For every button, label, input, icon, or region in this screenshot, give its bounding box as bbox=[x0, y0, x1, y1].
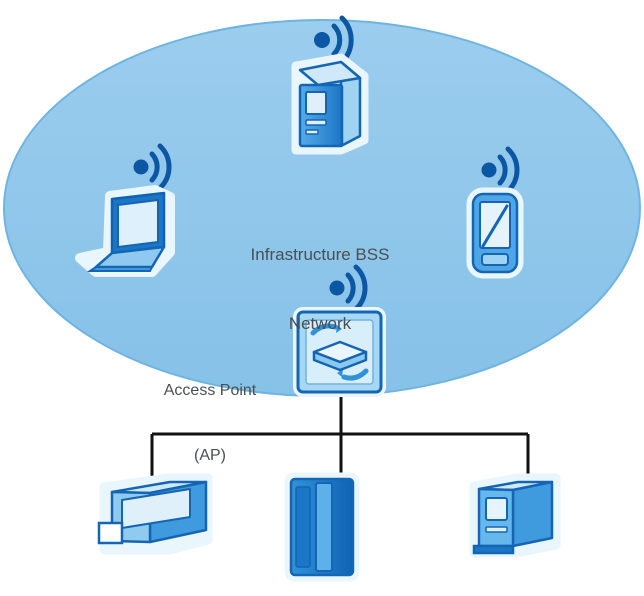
bss-network-label: Infrastructure BSS Network bbox=[190, 198, 450, 382]
device-printer bbox=[97, 473, 213, 555]
bss-network-label-line1: Infrastructure BSS bbox=[250, 244, 390, 264]
device-access-point bbox=[293, 307, 386, 397]
device-server-tower bbox=[291, 53, 369, 155]
signal-icon-access-point bbox=[329, 264, 368, 312]
device-server-rack bbox=[284, 472, 360, 582]
device-desktop-computer bbox=[469, 473, 561, 558]
device-pda bbox=[466, 187, 524, 279]
signal-icon-laptop bbox=[133, 143, 172, 191]
device-laptop bbox=[75, 185, 175, 277]
access-point-label-line1: Access Point bbox=[163, 382, 257, 400]
bss-network-label-line2: Network bbox=[288, 313, 352, 333]
access-point-label: Access Point (AP) bbox=[130, 337, 290, 510]
access-point-label-line2: (AP) bbox=[194, 446, 226, 464]
wired-bus-lines bbox=[150, 394, 530, 480]
signal-icon-pda bbox=[481, 146, 520, 194]
